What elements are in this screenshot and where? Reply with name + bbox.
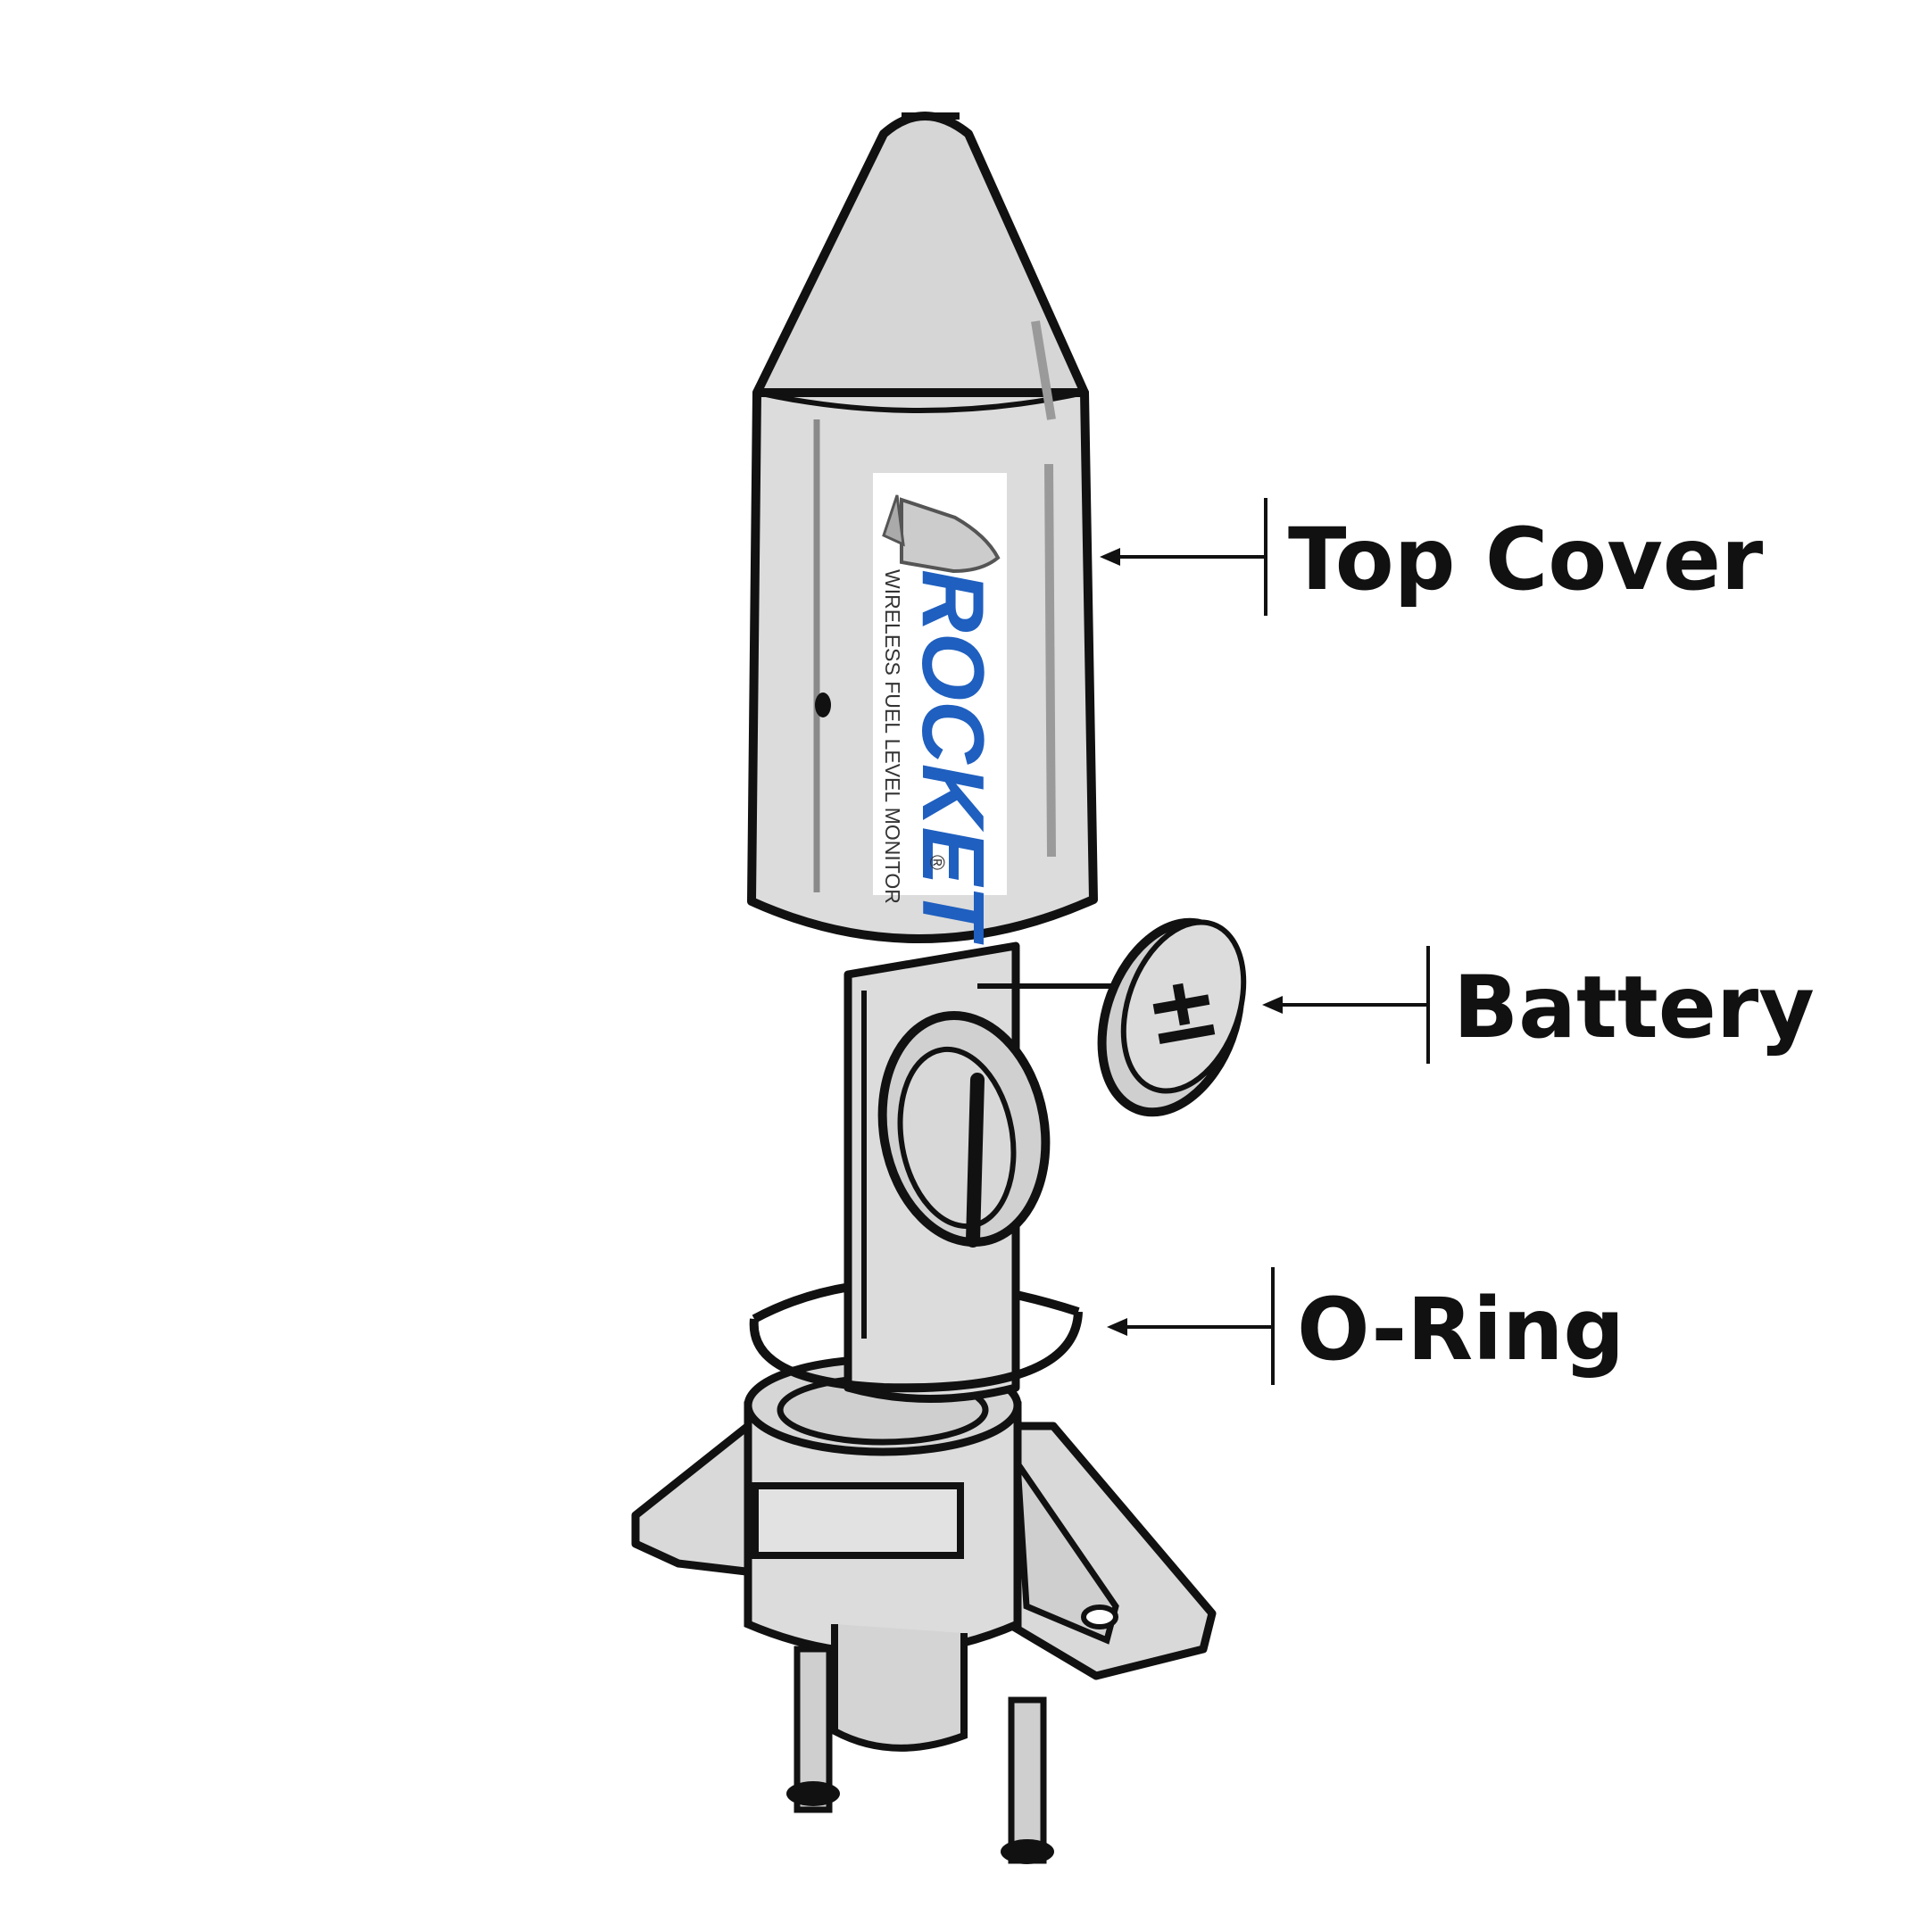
bolt-right xyxy=(1001,1696,1054,1864)
rocket-logo-icon xyxy=(882,494,1001,574)
callout-battery: Battery xyxy=(1262,946,1815,1064)
callout-label-top-cover: Top Cover xyxy=(1288,510,1764,609)
arrowhead-icon xyxy=(1262,996,1283,1014)
base-cylinder xyxy=(744,1355,1022,1752)
logo-label: ROCKET WIRELESS FUEL LEVEL MONITOR ® xyxy=(873,473,1007,945)
callout-label-battery: Battery xyxy=(1453,958,1815,1057)
battery-slot xyxy=(877,1010,1051,1248)
bolt-left xyxy=(786,1646,840,1813)
arrowhead-icon xyxy=(1100,548,1120,566)
battery-polarity-symbol: ± xyxy=(1136,951,1228,1067)
logo-name: ROCKET xyxy=(904,569,1002,945)
callout-label-o-ring: O-Ring xyxy=(1297,1280,1625,1380)
callout-top-cover: Top Cover xyxy=(1100,498,1764,616)
arrowhead-icon xyxy=(1107,1318,1127,1336)
o-ring-front xyxy=(749,1311,1083,1393)
logo-tagline: WIRELESS FUEL LEVEL MONITOR xyxy=(881,569,904,904)
battery-coin: ± xyxy=(977,917,1247,1117)
callout-o-ring: O-Ring xyxy=(1107,1267,1625,1385)
logo-trademark: ® xyxy=(926,855,949,870)
